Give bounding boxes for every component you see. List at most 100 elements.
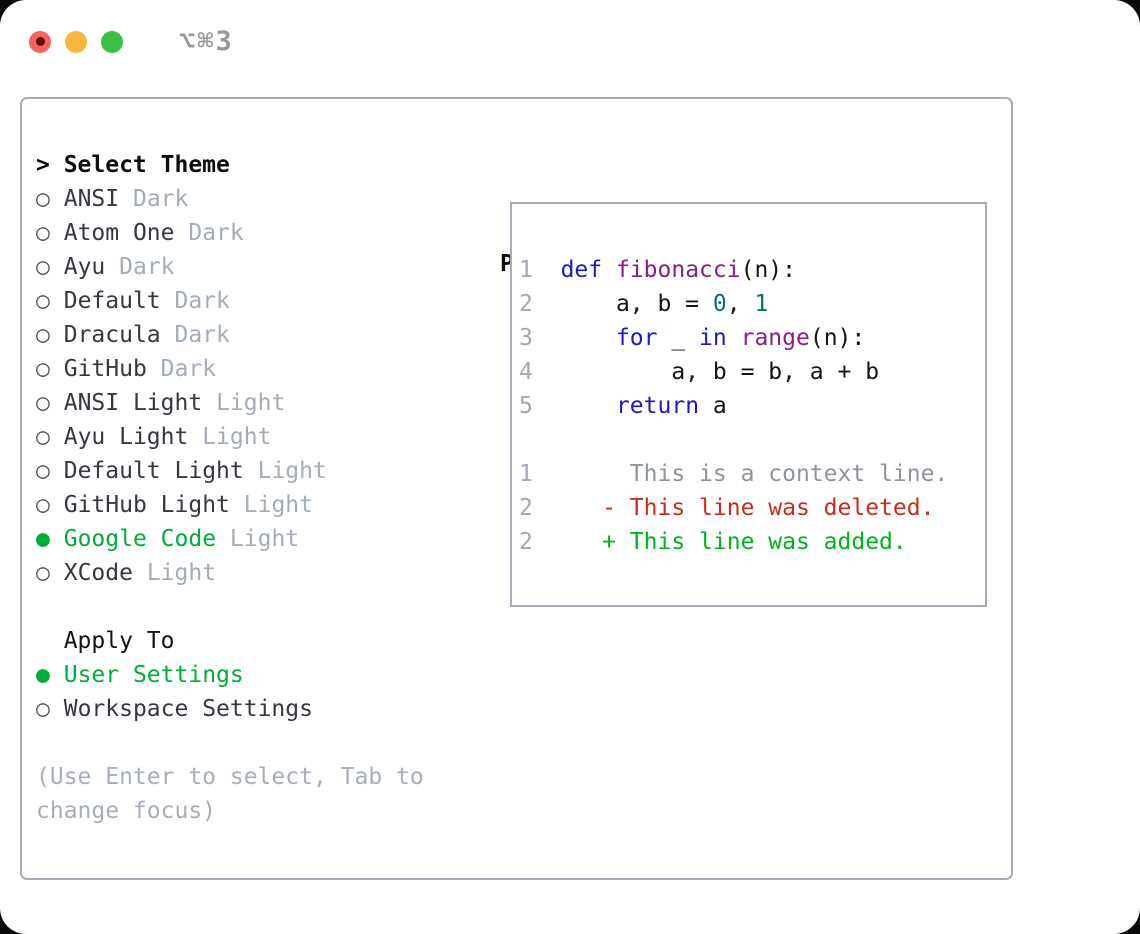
theme-variant-label: Dark — [188, 220, 244, 246]
line-number: 2 — [519, 291, 533, 317]
zoom-button[interactable] — [101, 30, 123, 53]
code-segment: a, b = b, a + b — [532, 359, 880, 385]
theme-option-label: GitHub Light — [63, 492, 230, 518]
hint-line: change focus) — [36, 798, 217, 824]
theme-variant-label: Light — [243, 492, 313, 518]
preview-diff-line: 1 This is a context line. — [519, 457, 979, 491]
apply-option-label: Workspace Settings — [63, 696, 313, 722]
code-segment: def — [560, 257, 603, 283]
code-segment — [533, 393, 616, 419]
theme-list: > Select Theme○ ANSI Dark○ Atom One Dark… — [36, 148, 424, 828]
radio-icon: ● — [36, 662, 50, 688]
theme-option-default[interactable]: ○ Default Dark — [36, 284, 424, 318]
close-button[interactable] — [29, 30, 51, 53]
preview-diff-line: 2 + This line was added. — [519, 525, 979, 559]
theme-option-label: Default Light — [63, 458, 244, 484]
theme-picker-panel: > Select Theme○ ANSI Dark○ Atom One Dark… — [20, 97, 1013, 880]
radio-icon: ○ — [36, 458, 50, 484]
theme-option-ansi-light[interactable]: ○ ANSI Light Light — [36, 386, 424, 420]
code-segment: 0 — [712, 291, 727, 317]
code-segment — [727, 325, 741, 351]
code-segment: , — [726, 291, 755, 317]
code-segment: range — [740, 325, 810, 351]
radio-icon: ○ — [36, 424, 50, 450]
theme-option-label: Default — [63, 288, 161, 314]
apply-option-workspace-settings[interactable]: ○ Workspace Settings — [36, 692, 424, 726]
line-number: 5 — [519, 393, 533, 419]
code-segment: + This line was added. — [532, 529, 907, 555]
theme-list-header: > Select Theme — [36, 148, 424, 182]
apply-option-label: User Settings — [63, 662, 244, 688]
theme-option-default-light[interactable]: ○ Default Light Light — [36, 454, 424, 488]
line-number: 2 — [519, 495, 533, 521]
radio-icon: ○ — [36, 696, 50, 722]
theme-option-github-light[interactable]: ○ GitHub Light Light — [36, 488, 424, 522]
code-segment: return — [615, 393, 700, 419]
preview-blank-line — [519, 423, 979, 457]
preview-code-line: 5 return a — [519, 389, 979, 423]
title-bar: ⌥⌘3 — [29, 26, 234, 57]
theme-option-ansi[interactable]: ○ ANSI Dark — [36, 182, 424, 216]
preview-code-line: 2 a, b = 0, 1 — [519, 287, 979, 321]
theme-variant-label: Dark — [160, 356, 217, 382]
theme-option-label: Ayu Light — [63, 424, 189, 450]
radio-icon: ○ — [36, 356, 50, 382]
radio-icon: ○ — [36, 390, 50, 416]
theme-variant-label: Light — [257, 458, 327, 484]
line-number: 3 — [519, 325, 533, 351]
preview-code-line: 4 a, b = b, a + b — [519, 355, 979, 389]
code-segment: (n): — [740, 257, 796, 283]
hint-line: (Use Enter to select, Tab to — [36, 764, 424, 790]
theme-option-label: XCode — [63, 560, 133, 586]
radio-icon: ○ — [36, 220, 50, 246]
theme-variant-label: Dark — [119, 254, 175, 280]
line-number: 1 — [519, 461, 533, 487]
radio-icon: ○ — [36, 322, 50, 348]
code-segment: fibonacci — [615, 257, 741, 283]
theme-option-ayu-light[interactable]: ○ Ayu Light Light — [36, 420, 424, 454]
apply-to-title: Apply To — [36, 628, 175, 654]
code-segment — [533, 325, 616, 351]
theme-option-xcode[interactable]: ○ XCode Light — [36, 556, 424, 590]
theme-option-dracula[interactable]: ○ Dracula Dark — [36, 318, 424, 352]
theme-variant-label: Light — [229, 526, 300, 552]
apply-option-user-settings[interactable]: ● User Settings — [36, 658, 424, 692]
hint-text: change focus) — [36, 794, 424, 828]
code-segment: in — [699, 325, 727, 351]
close-dot-icon — [35, 37, 45, 46]
theme-variant-label: Dark — [174, 288, 230, 314]
hint-text: (Use Enter to select, Tab to — [36, 760, 424, 794]
theme-option-google-code[interactable]: ● Google Code Light — [36, 522, 424, 556]
theme-option-ayu[interactable]: ○ Ayu Dark — [36, 250, 424, 284]
code-segment: _ — [657, 325, 700, 351]
code-segment: a — [699, 393, 727, 419]
theme-option-label: Google Code — [63, 526, 217, 552]
theme-variant-label: Dark — [132, 186, 189, 212]
radio-icon: ○ — [36, 254, 50, 280]
theme-option-label: Atom One — [63, 220, 175, 246]
code-segment — [533, 257, 561, 283]
theme-option-label: Ayu — [63, 254, 106, 280]
theme-list-title: > Select Theme — [36, 152, 230, 178]
theme-variant-label: Light — [216, 390, 286, 416]
line-number: 2 — [519, 529, 533, 555]
theme-option-github[interactable]: ○ GitHub Dark — [36, 352, 424, 386]
code-segment: This is a context line. — [532, 461, 949, 487]
code-segment: a, b = — [532, 291, 713, 317]
theme-option-label: GitHub — [63, 356, 147, 382]
theme-option-label: ANSI Light — [63, 390, 203, 416]
apply-to-header: Apply To — [36, 624, 424, 658]
theme-variant-label: Light — [146, 560, 217, 586]
preview-diff-line: 2 - This line was deleted. — [519, 491, 979, 525]
theme-option-atom-one[interactable]: ○ Atom One Dark — [36, 216, 424, 250]
theme-option-label: Dracula — [63, 322, 161, 348]
theme-variant-label: Light — [202, 424, 272, 450]
line-number: 1 — [519, 257, 533, 283]
window-title: ⌥⌘3 — [179, 26, 234, 57]
code-segment — [602, 257, 616, 283]
code-segment: for — [615, 325, 658, 351]
minimize-button[interactable] — [65, 30, 87, 53]
theme-variant-label: Dark — [174, 322, 230, 348]
code-segment: 1 — [754, 291, 769, 317]
